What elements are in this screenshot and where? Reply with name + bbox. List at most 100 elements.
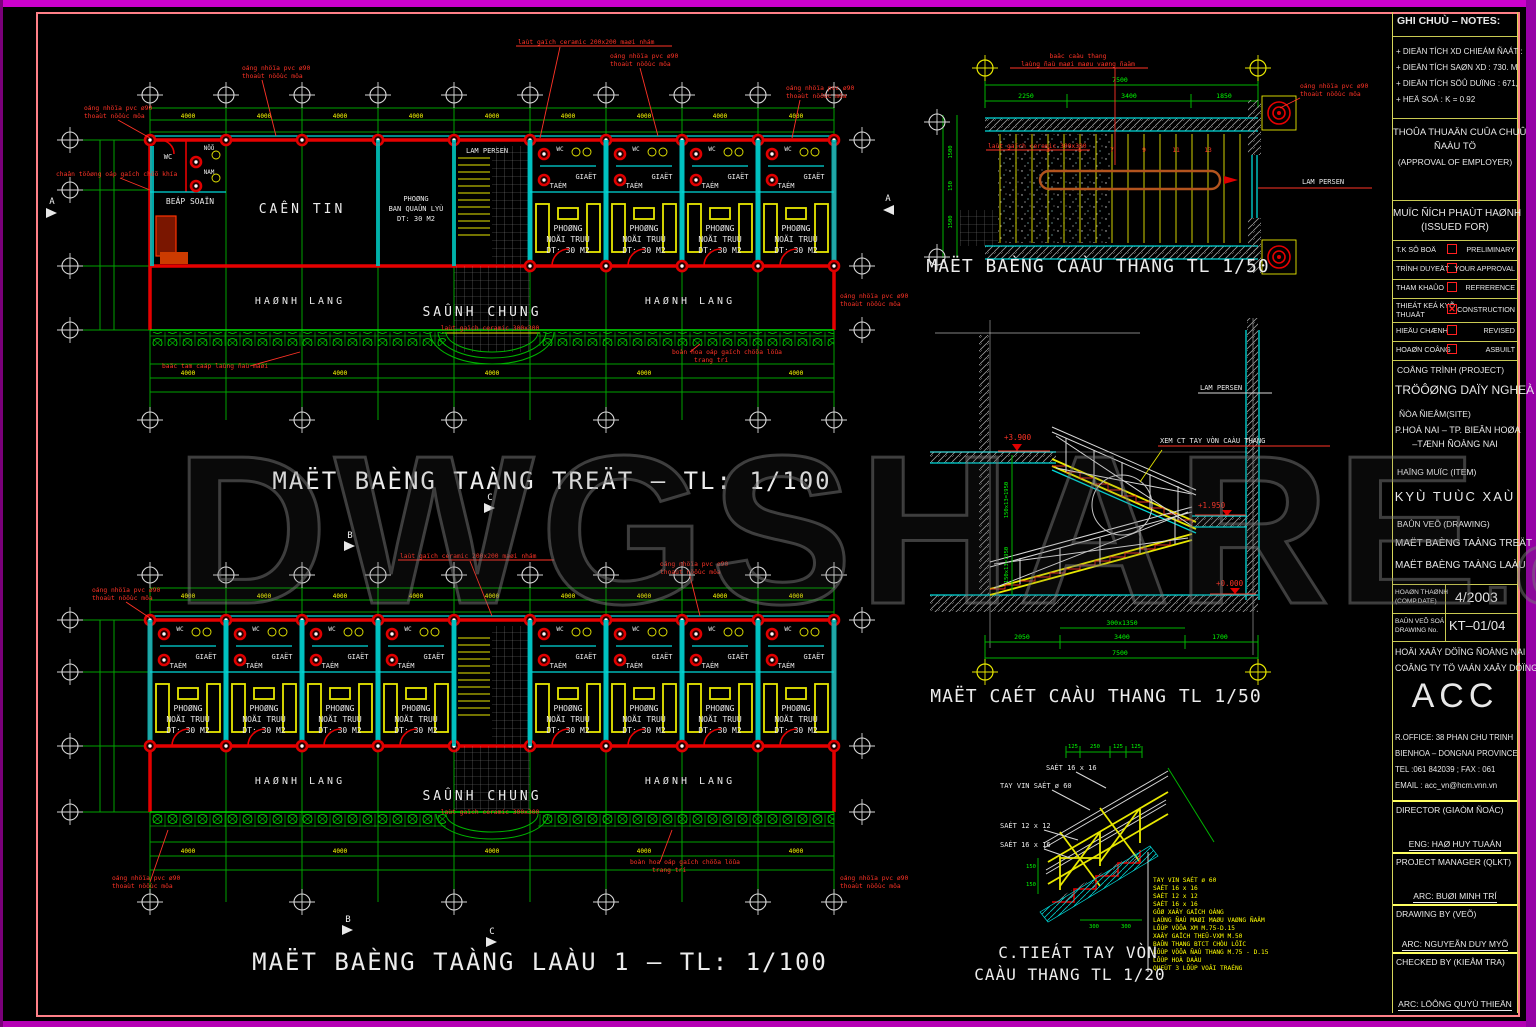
dim-label: 2250 xyxy=(1018,92,1034,100)
site-line: –TÆNH ÑOÀNG NAI xyxy=(1412,439,1498,449)
director-name: ENG: HAØ HUY TUAÁN xyxy=(1408,839,1502,851)
callout-label: SAÉT 16 x 16 xyxy=(1046,763,1097,772)
checkbox-preliminary xyxy=(1447,244,1457,254)
room-label: BAN QUAÛN LYÙ xyxy=(389,204,444,213)
dim-label: 4000 xyxy=(333,370,348,377)
stair-bay: LAM PERSEN SAÛNH CHUNG laùt gaïch cerami… xyxy=(422,140,541,352)
annotation-label: baäc tam caáp laùng ñaù maøi xyxy=(162,362,268,370)
dim-label: 4000 xyxy=(409,593,424,600)
number-label: BAÛN VEÕ SOÁ xyxy=(1395,618,1445,625)
site-line: P.HOÁ NAI – TP. BIEÂN HOØA xyxy=(1395,425,1521,435)
corridor-label: HAØNH LANG xyxy=(255,775,345,787)
sheet-border-right xyxy=(1526,0,1536,1027)
issued-row-vn: THUAÄT xyxy=(1396,310,1425,319)
drawing-label: BAÛN VEÕ (DRAWING) xyxy=(1397,519,1490,529)
drain-fixture xyxy=(1261,95,1297,275)
sheet-border-left xyxy=(0,0,3,1027)
project-label: COÂNG TRÌNH (PROJECT) xyxy=(1397,365,1505,375)
kitchen-block: WC NÖÕ NAM BEÁP SOAÏN xyxy=(150,139,226,266)
dim-label: 150 xyxy=(1026,882,1036,888)
drawing-info-table: HOAØN THAØNH (COMP.DATE) 4/2003 BAÛN VEÕ… xyxy=(1393,584,1517,642)
room-label: SAÛNH CHUNG xyxy=(422,788,541,804)
date-label: (COMP.DATE) xyxy=(1395,598,1437,605)
dim-label: 4000 xyxy=(561,593,576,600)
dim-label: 4000 xyxy=(257,113,272,120)
room-label: SAÛNH CHUNG xyxy=(422,304,541,320)
drawnby-name: ARC: NGUYEÃN DUY MYÕ xyxy=(1401,939,1509,951)
drawing-title-stairsect: MAËT CAÉT CAÀU THANG TL 1/50 xyxy=(930,685,1261,707)
dim-label: 7500 xyxy=(1112,76,1128,84)
issued-row-vn: T.K SÔ BOÄ xyxy=(1396,245,1436,254)
tread-number: 3 xyxy=(1046,147,1050,154)
handrail-detail: 125 250 125 125 300 300 150 150 xyxy=(974,744,1268,984)
dim-label: 125 xyxy=(1068,744,1078,750)
tread-number: 7 xyxy=(1110,147,1114,154)
section-marker: B xyxy=(347,531,352,541)
dim-label: 1500 xyxy=(948,215,954,228)
level-label: +3.900 xyxy=(1004,433,1032,442)
date-label: HOAØN THAØNH xyxy=(1395,589,1448,596)
dim-label: 250 xyxy=(1090,744,1100,750)
dim-label: 4000 xyxy=(485,370,500,377)
dim-label: 4000 xyxy=(257,593,272,600)
dim-label: 4000 xyxy=(181,113,196,120)
dim-label: 4000 xyxy=(181,370,196,377)
material-note: SAÉT 16 x 16 xyxy=(1153,883,1198,892)
material-note: XAÂY GAÏCH THEÛ-VXM M.50 xyxy=(1153,931,1243,940)
drawing-title-handrail-2: CAÀU THANG TL 1/20 xyxy=(974,965,1165,984)
drawing-title-stairplan: MAËT BAÈNG CAÀU THANG TL 1/50 xyxy=(926,255,1269,277)
level-label: +0.000 xyxy=(1216,579,1244,588)
dim-label: 4000 xyxy=(637,370,652,377)
annotation-label: thoaùt nöôùc möa xyxy=(610,60,671,68)
material-note: LÔÙP HOÀ DAÀU xyxy=(1153,955,1202,964)
annotation-label: boàn hoa oáp gaïch chöõa löûa xyxy=(630,858,740,866)
dim-label: 150 xyxy=(948,181,954,191)
annotation-label: oáng nhöïa pvc ø90 xyxy=(786,84,854,92)
section-marker: C xyxy=(487,493,492,503)
annotation-label: thoaùt nöôùc möa xyxy=(242,72,303,80)
issued-row-vn: THAM KHAÛO xyxy=(1396,283,1444,292)
issued-row-en: REFRERENCE xyxy=(1465,283,1515,292)
annotation-label: laùt gaïch ceramic 300x300 xyxy=(441,324,540,332)
office-line: BIENHOA – DONGNAI PROVINCE xyxy=(1395,749,1518,758)
dim-label: 4000 xyxy=(637,113,652,120)
office-line: EMAIL : acc_vn@hcm.vnn.vn xyxy=(1395,781,1498,790)
dim-label: 4000 xyxy=(333,113,348,120)
annotation-label: thoaùt nöôùc möa xyxy=(840,300,901,308)
checkbox-revised xyxy=(1447,325,1457,335)
annotation-label: trang trí xyxy=(694,356,728,364)
office-line: R.OFFICE: 38 PHAN CHU TRINH xyxy=(1395,733,1514,742)
drawing-name: MAËT BAÈNG TAÀNG TREÄT xyxy=(1395,538,1533,549)
drawnby-label: DRAWING BY (VEÕ) xyxy=(1396,909,1477,919)
material-note: GÔØ XAÂY GAÏCH OÁNG xyxy=(1153,907,1224,916)
site-label: ÑÒA ÑIEÅM(SITE) xyxy=(1399,409,1471,419)
annotation-label: oáng nhöïa pvc ø90 xyxy=(92,586,160,594)
sheet-border-bottom xyxy=(0,1021,1536,1027)
dim-label: 7500 xyxy=(1112,649,1128,657)
director-label: DIRECTOR (GIAÒM ÑOÁC) xyxy=(1396,805,1504,815)
material-note: TAY VIN SAÉT ø 60 xyxy=(1153,875,1217,884)
item-name: KYÙ TUÙC XAÙ xyxy=(1394,489,1516,504)
dim-label: 300x1350 xyxy=(1106,619,1137,627)
upper-flight xyxy=(1051,426,1197,534)
annotation-label: laùt gaïch ceramic 200x200 maøi nhám xyxy=(518,38,655,46)
annotation-label: baäc caàu thang xyxy=(1050,52,1107,60)
annotation-label: thoaùt nöôùc möa xyxy=(660,568,721,576)
dim-label: 3400 xyxy=(1114,633,1130,641)
org-line: HOÄI XAÂY DÖÏNG ÑOÀNG NAI xyxy=(1395,647,1526,657)
approval-line: THOÛA THUAÄN CUÛA CHUÛ xyxy=(1393,127,1527,138)
issued-row-en: ASBUILT xyxy=(1485,345,1515,354)
issued-row-en: CONSTRUCTION xyxy=(1457,305,1515,314)
issued-row-vn: HOAØN COÂNG xyxy=(1396,345,1451,354)
annotation-label: oáng nhöïa pvc ø90 xyxy=(84,104,152,112)
level-label: +1.950 xyxy=(1198,501,1226,510)
room-label: NÖÕ xyxy=(204,145,215,152)
annotations-plan2: oáng nhöïa pvc ø90 thoaùt nöôùc möa laùt… xyxy=(92,552,908,890)
annotation-label: oáng nhöïa pvc ø90 xyxy=(840,874,908,882)
pm-name: ARC: BUØI MINH TRÍ xyxy=(1413,891,1497,903)
annotation-label: thoaùt nöôùc möa xyxy=(840,882,901,890)
issued-header: MUÏC ÑÍCH PHAÙT HAØNH xyxy=(1393,208,1522,219)
title-block: GHI CHUÙ – NOTES: + DIEÄN TÍCH XD CHIEÁM… xyxy=(1392,12,1536,1013)
dim-label: 4000 xyxy=(409,113,424,120)
tread-number: 5 xyxy=(1078,147,1082,154)
